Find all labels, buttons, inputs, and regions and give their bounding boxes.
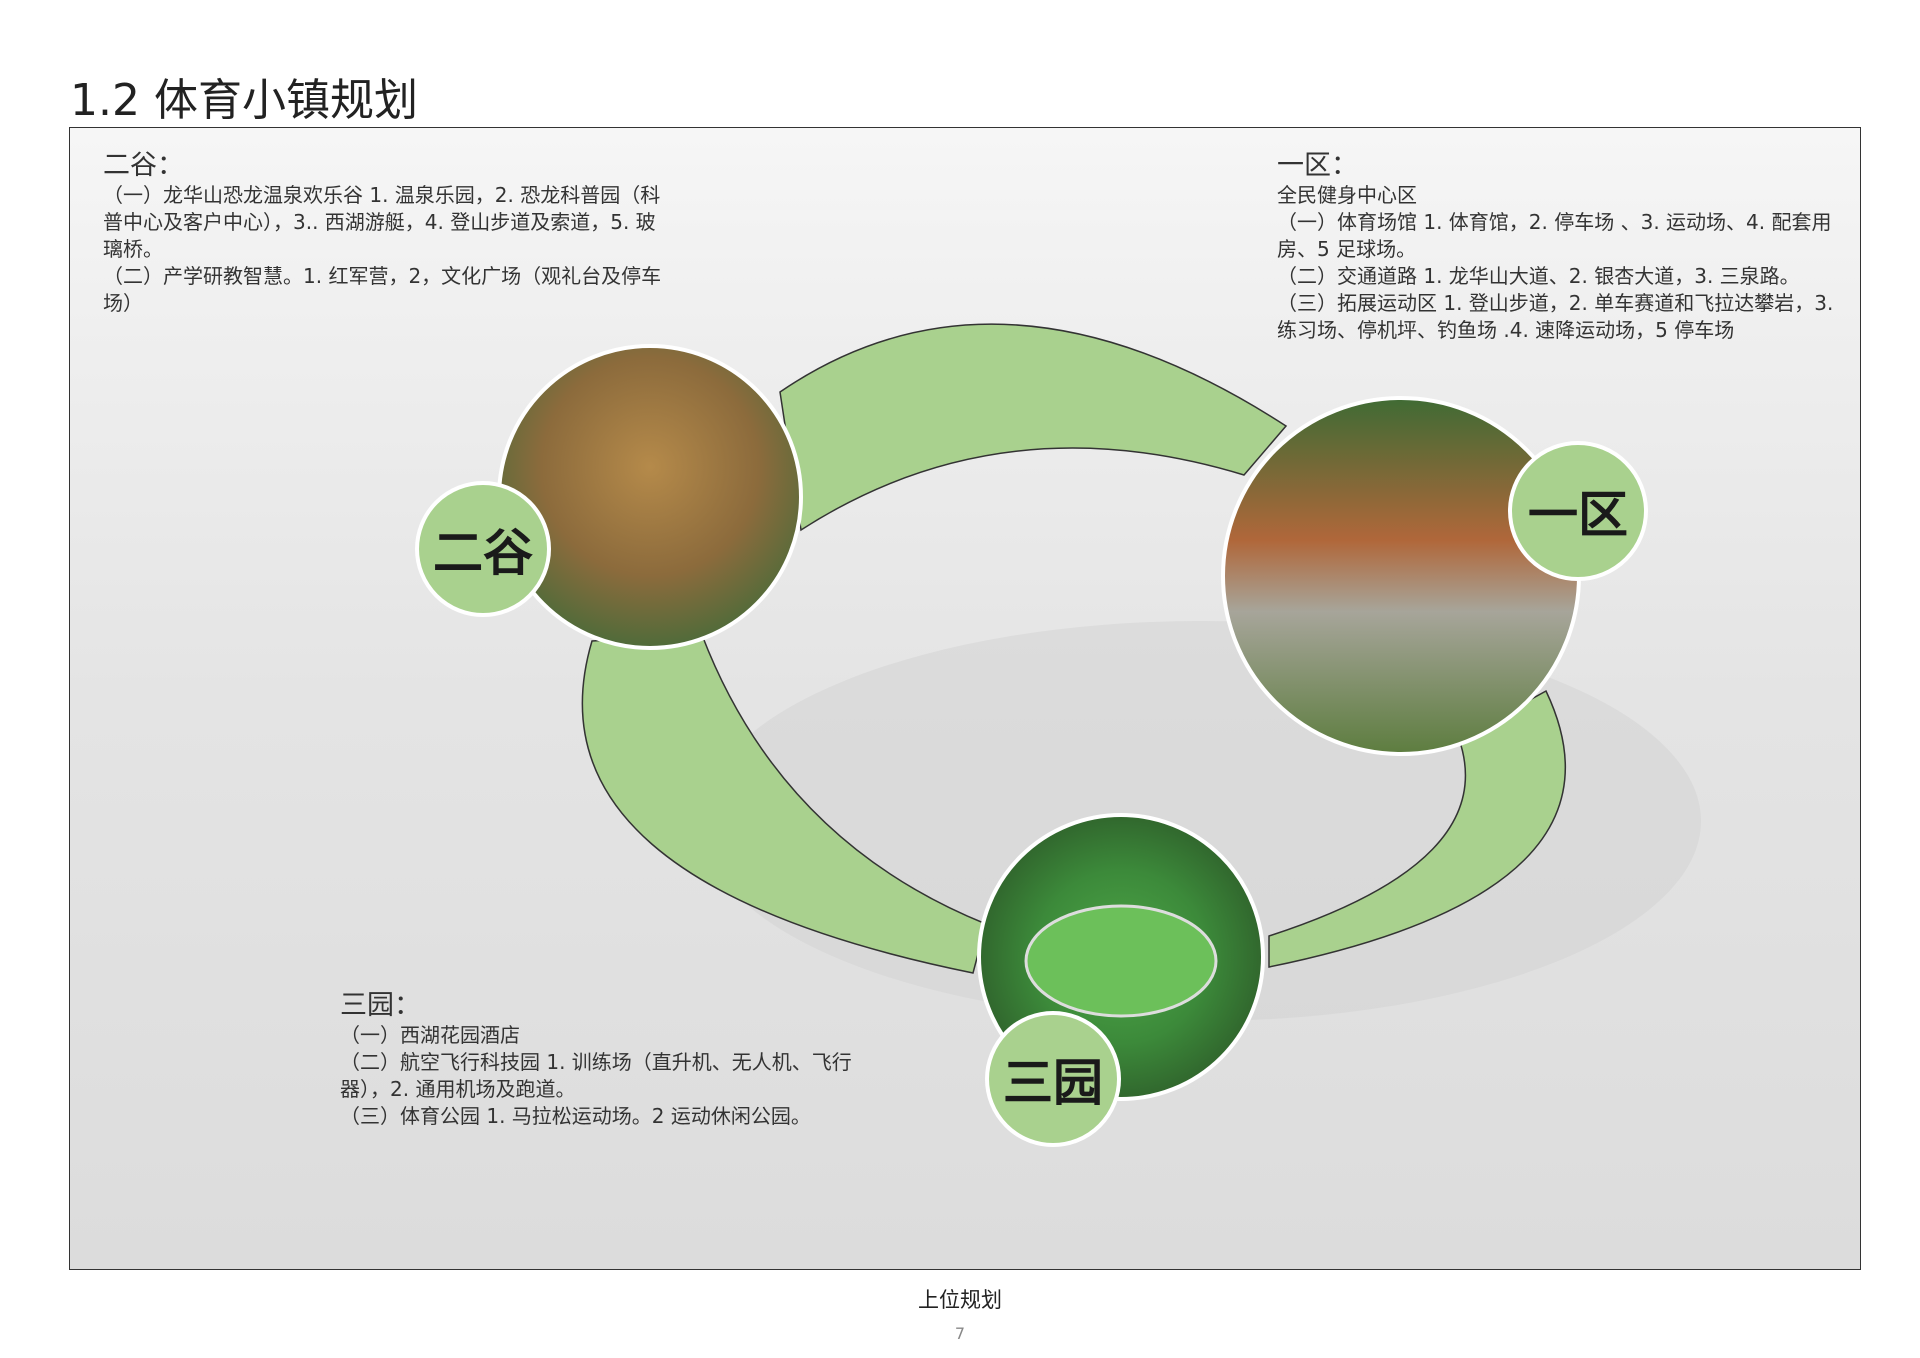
yiqu-description: 一区： 全民健身中心区 （一）体育场馆 1. 体育馆，2. 停车场 、3. 运动… [1277,150,1847,344]
yiqu-line: （三）拓展运动区 1. 登山步道，2. 单车赛道和飞拉达攀岩，3. 练习场、停机… [1277,291,1834,342]
yiqu-heading: 一区： [1277,150,1358,181]
page-title: 1.2 体育小镇规划 [70,75,418,126]
yiqu-line: 全民健身中心区 [1277,183,1417,207]
erguo-heading: 二谷： [103,150,184,181]
dinosaur-park-photo [497,344,803,650]
erguo-line: （一）龙华山恐龙温泉欢乐谷 1. 温泉乐园，2. 恐龙科普园（科普中心及客户中心… [103,183,661,261]
sanyuan-line: （二）航空飞行科技园 1. 训练场（直升机、无人机、飞行器），2. 通用机场及跑… [340,1050,852,1101]
sanyuan-line: （一）西湖花园酒店 [340,1023,520,1047]
page-number: 7 [954,1324,966,1343]
erguo-description: 二谷： （一）龙华山恐龙温泉欢乐谷 1. 温泉乐园，2. 恐龙科普园（科普中心及… [103,150,663,317]
sanyuan-line: （三）体育公园 1. 马拉松运动场。2 运动休闲公园。 [340,1104,811,1128]
yiqu-label: 一区 [1508,441,1648,581]
sanyuan-heading: 三园： [340,990,421,1021]
sanyuan-label: 三园 [985,1011,1121,1147]
fitness-center-photo [1221,396,1581,756]
erguo-label: 二谷 [415,481,551,617]
diagram-graphics [497,323,1701,1101]
yiqu-line: （一）体育场馆 1. 体育馆，2. 停车场 、3. 运动场、4. 配套用房、5 … [1277,210,1832,261]
erguo-line: （二）产学研教智慧。1. 红军营，2，文化广场（观礼台及停车场） [103,264,662,315]
link-band-left [581,634,987,974]
yiqu-line: （二）交通道路 1. 龙华山大道、2. 银杏大道，3. 三泉路。 [1277,264,1800,288]
plan-diagram-frame: 二谷： （一）龙华山恐龙温泉欢乐谷 1. 温泉乐园，2. 恐龙科普园（科普中心及… [69,127,1861,1270]
footer-caption: 上位规划 [918,1288,1002,1312]
sanyuan-description: 三园： （一）西湖花园酒店 （二）航空飞行科技园 1. 训练场（直升机、无人机、… [340,990,900,1130]
link-band-right [1268,689,1567,968]
link-band-top [779,323,1288,532]
